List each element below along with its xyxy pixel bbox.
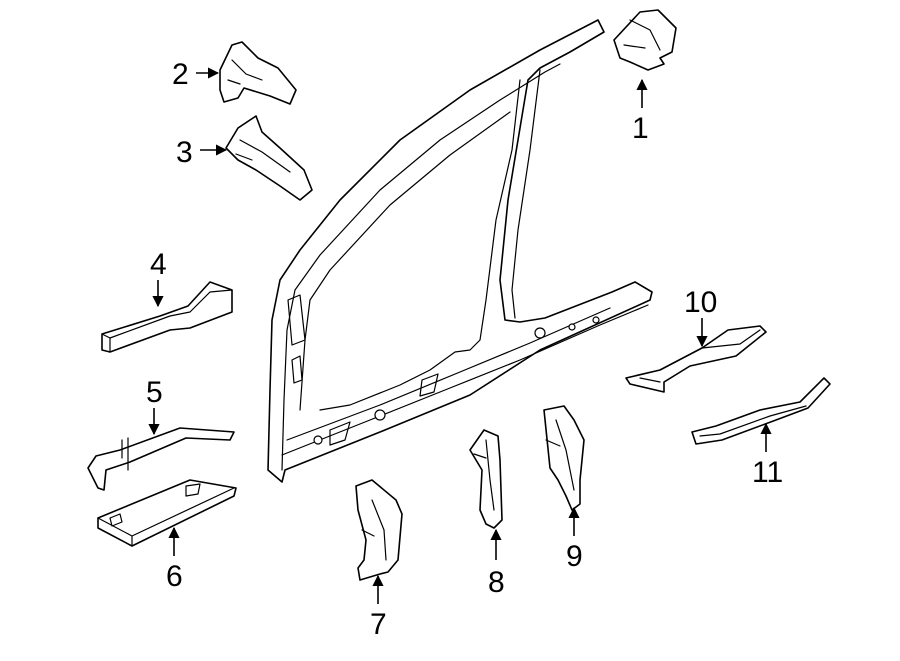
callout-8: 8 (488, 566, 505, 599)
part-9-pillar-brace (543, 405, 585, 511)
leader-lines (148, 67, 772, 604)
callout-4: 4 (150, 248, 167, 281)
part-5-rail (87, 427, 235, 491)
part-6-sill-plate (97, 479, 237, 547)
callout-6: 6 (166, 560, 183, 593)
callout-1: 1 (632, 112, 649, 145)
callout-5: 5 (146, 376, 163, 409)
part-10-rail (625, 325, 767, 393)
part-4-reinforcement (101, 281, 233, 353)
callout-11: 11 (752, 456, 783, 489)
part-11-rail (691, 377, 831, 445)
part-3-bracket (225, 115, 313, 201)
part-7-pillar-brace (355, 479, 403, 581)
callout-7: 7 (370, 608, 387, 641)
callout-3: 3 (176, 136, 193, 169)
callout-9: 9 (566, 540, 583, 573)
body-side-frame (267, 19, 653, 483)
part-1-gusset (613, 9, 677, 71)
part-8-pillar-brace (469, 429, 503, 529)
callout-2: 2 (172, 58, 189, 91)
callout-10: 10 (684, 286, 717, 319)
part-2-bracket (219, 41, 297, 105)
